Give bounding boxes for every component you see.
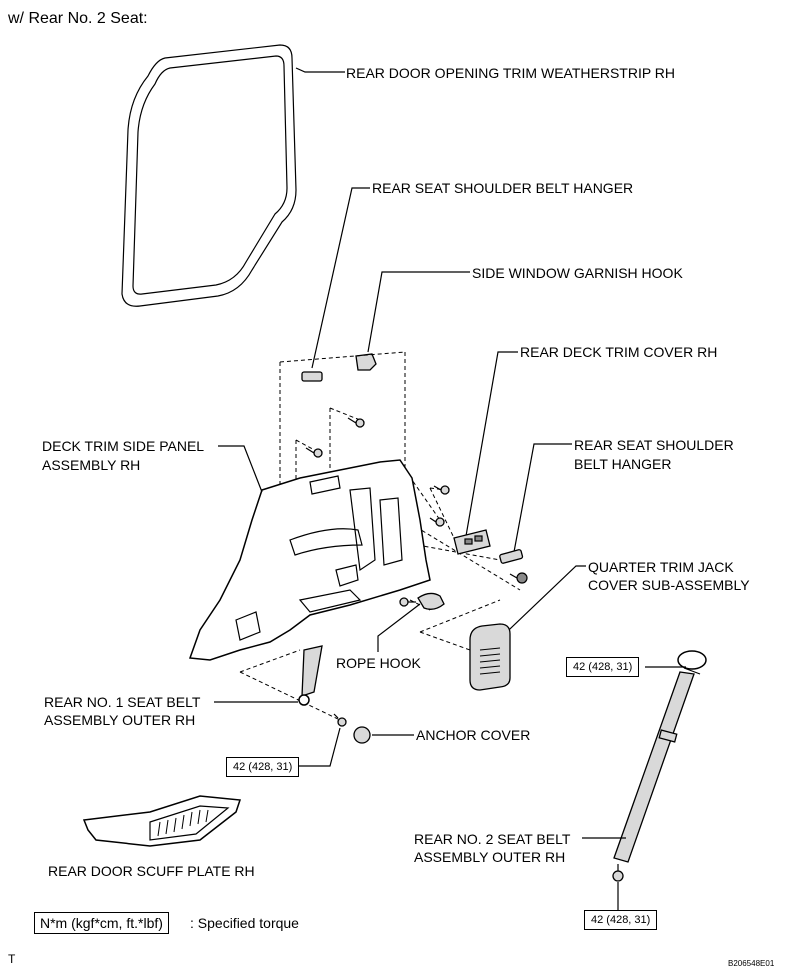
label-garnish-hook: SIDE WINDOW GARNISH HOOK <box>472 265 683 281</box>
leader-shoulder-hanger-right <box>513 443 572 553</box>
label-shoulder-hanger-right-line1: REAR SEAT SHOULDER <box>574 437 734 453</box>
leader-deck-trim-cover <box>465 351 518 537</box>
label-scuff-plate: REAR DOOR SCUFF PLATE RH <box>48 863 255 879</box>
label-seat-belt-2-line1: REAR NO. 2 SEAT BELT <box>414 831 571 847</box>
label-jack-cover-line2: COVER SUB-ASSEMBLY <box>588 577 750 593</box>
footer-left: T <box>8 952 16 966</box>
clips <box>305 417 528 727</box>
label-seat-belt-2-line2: ASSEMBLY OUTER RH <box>414 849 566 865</box>
label-weatherstrip: REAR DOOR OPENING TRIM WEATHERSTRIP RH <box>346 65 676 81</box>
garnish-hook-part <box>355 353 377 371</box>
diagram-header: w/ Rear No. 2 Seat: <box>8 10 148 27</box>
shoulder-hanger-top-part <box>301 371 323 382</box>
label-deck-trim-cover: REAR DECK TRIM COVER RH <box>520 344 718 360</box>
scuff-plate-part <box>82 795 242 847</box>
torque-box-belt1: 42 (428, 31) <box>226 757 300 777</box>
leader-garnish-hook <box>367 271 470 353</box>
jack-cover-part <box>469 623 511 691</box>
label-shoulder-hanger-right-line2: BELT HANGER <box>574 456 672 472</box>
torque-box-belt2-lower: 42 (428, 31) <box>584 910 658 930</box>
rope-hook-part <box>417 592 445 610</box>
anchor-cover-part <box>353 726 371 744</box>
rear-deck-trim-cover-part <box>453 529 491 555</box>
seat-belt-2-part <box>612 650 707 882</box>
weatherstrip-part <box>121 44 297 307</box>
label-deck-panel-line1: DECK TRIM SIDE PANEL <box>42 438 205 454</box>
seat-belt-1-part <box>298 645 323 706</box>
legend-text: : Specified torque <box>190 915 299 931</box>
leader-rope-hook <box>377 603 421 652</box>
legend-unit-box: N*m (kgf*cm, ft.*lbf) <box>34 912 169 934</box>
footer-code: B206548E01 <box>728 959 775 968</box>
leader-weatherstrip <box>295 67 345 73</box>
leader-shoulder-hanger-top <box>311 187 370 369</box>
deck-trim-side-panel-part <box>188 459 431 661</box>
leader-torque-belt1 <box>298 727 341 767</box>
torque-box-belt2-upper: 42 (428, 31) <box>566 657 640 677</box>
label-seat-belt-1-line2: ASSEMBLY OUTER RH <box>44 712 196 728</box>
shoulder-hanger-right-part <box>499 549 524 564</box>
label-jack-cover-line1: QUARTER TRIM JACK <box>588 559 734 575</box>
label-rope-hook: ROPE HOOK <box>336 655 421 671</box>
label-anchor-cover: ANCHOR COVER <box>416 727 531 743</box>
label-deck-panel-line2: ASSEMBLY RH <box>42 457 141 473</box>
leader-jack-cover <box>489 565 586 649</box>
leader-deck-panel <box>218 445 263 493</box>
label-shoulder-hanger-top: REAR SEAT SHOULDER BELT HANGER <box>372 180 634 196</box>
label-seat-belt-1-line1: REAR NO. 1 SEAT BELT <box>44 694 201 710</box>
